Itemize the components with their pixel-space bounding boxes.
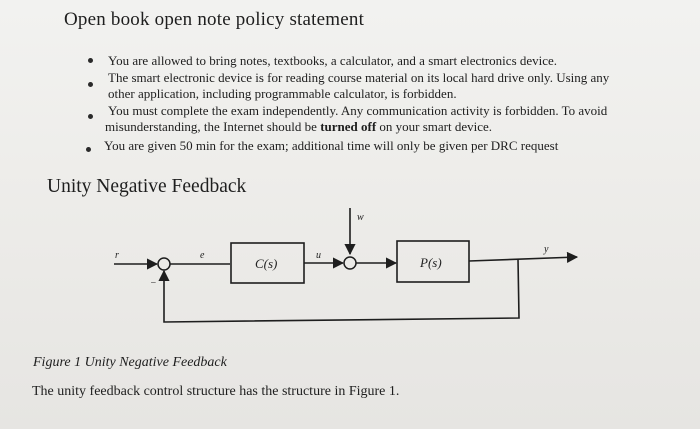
plant-block bbox=[396, 240, 470, 283]
controller-block-label: C(s) bbox=[255, 256, 277, 271]
plant-block-label: P(s) bbox=[419, 255, 442, 270]
section-title: Unity Negative Feedback bbox=[47, 176, 247, 197]
bullet-text: misunderstanding, the Internet should be… bbox=[105, 119, 492, 134]
bullet-icon bbox=[88, 58, 93, 63]
bullet-icon bbox=[88, 82, 93, 87]
summing-junction-2 bbox=[343, 256, 357, 270]
body-paragraph: The unity feedback control structure has… bbox=[32, 384, 400, 399]
bullet-text-segment: on your smart device. bbox=[376, 119, 493, 134]
control-signal-label: u bbox=[316, 250, 321, 261]
page-title: Open book open note policy statement bbox=[64, 9, 365, 30]
error-signal-label: e bbox=[200, 250, 205, 261]
bullet-text: You must complete the exam independently… bbox=[108, 103, 608, 118]
summing-junction-1 bbox=[157, 257, 171, 271]
bullet-icon bbox=[86, 147, 91, 152]
bullet-text: You are given 50 min for the exam; addit… bbox=[104, 138, 559, 153]
bullet-text: You are allowed to bring notes, textbook… bbox=[108, 53, 558, 68]
bullet-text: other application, including programmabl… bbox=[108, 86, 457, 101]
bullet-text: The smart electronic device is for readi… bbox=[108, 70, 610, 85]
input-signal-label: r bbox=[115, 250, 119, 261]
feedback-sign-label: − bbox=[150, 278, 157, 289]
emphasis-text: turned off bbox=[320, 119, 377, 134]
output-signal-line bbox=[468, 251, 579, 263]
disturbance-signal-label: w bbox=[357, 212, 364, 223]
bullet-text-segment: misunderstanding, the Internet should be bbox=[105, 119, 321, 134]
bullet-icon bbox=[88, 114, 93, 119]
feedback-path bbox=[158, 258, 520, 323]
output-signal-label: y bbox=[543, 244, 549, 255]
figure-caption: Figure 1 Unity Negative Feedback bbox=[33, 355, 227, 370]
